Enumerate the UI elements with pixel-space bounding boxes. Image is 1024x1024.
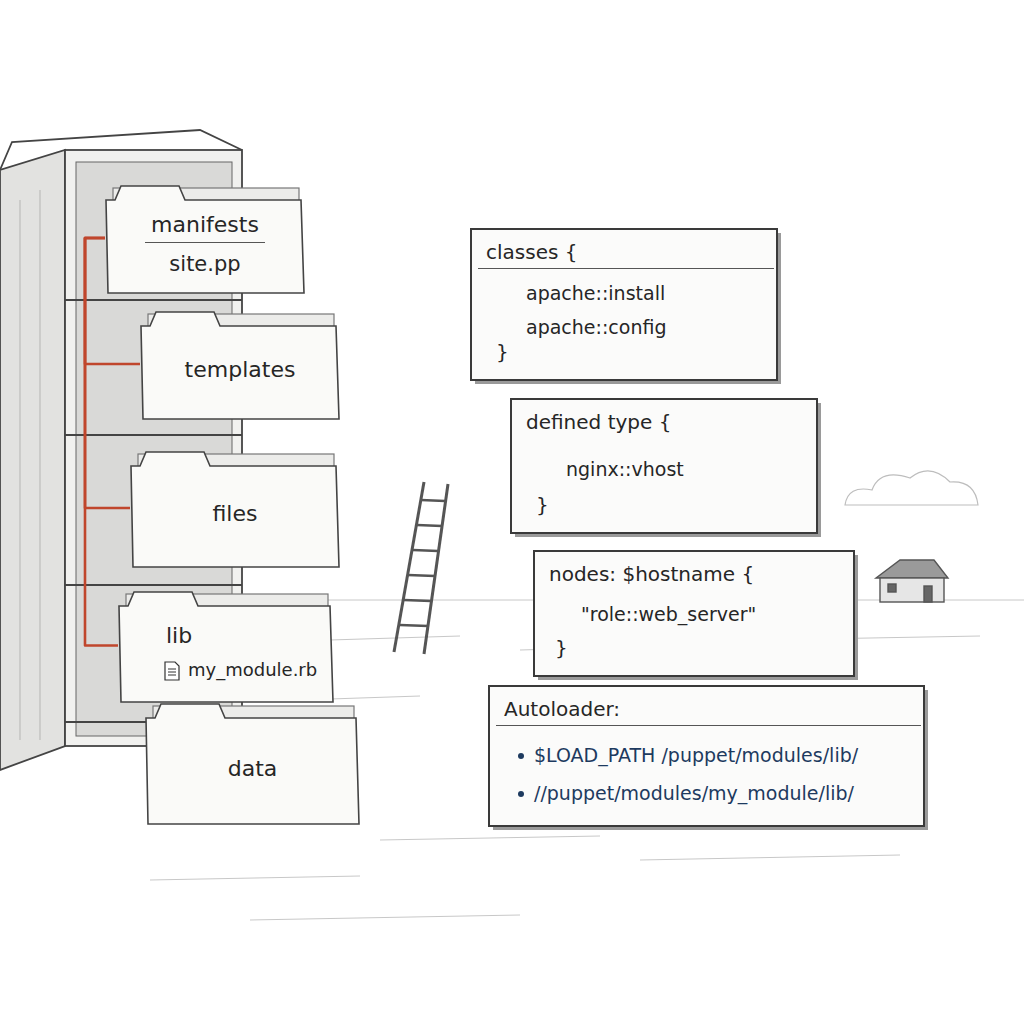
node-text: site.pp bbox=[169, 251, 240, 277]
cloud-shape bbox=[845, 471, 978, 505]
code-box: Autoloader: $LOAD_PATH /puppet/modules/li… bbox=[488, 685, 925, 827]
node-text: my_module.rb bbox=[188, 659, 317, 682]
ladder bbox=[394, 482, 448, 654]
node-heading: nodes: $hostname { bbox=[549, 562, 754, 587]
ladder-rail bbox=[424, 484, 448, 654]
house-wall bbox=[880, 578, 944, 602]
folder-body bbox=[146, 704, 359, 824]
node-heading: templates bbox=[185, 356, 296, 384]
code-box: nodes: $hostname {"role::web_server"} bbox=[533, 550, 855, 677]
ground-hatching bbox=[150, 636, 980, 920]
node-heading: manifests bbox=[151, 211, 259, 239]
node-text: apache::install bbox=[526, 282, 665, 306]
folder-body bbox=[141, 312, 339, 419]
node-text: "role::web_server" bbox=[581, 603, 756, 627]
folder-outline bbox=[118, 588, 334, 703]
node-text: nginx::vhost bbox=[566, 458, 684, 482]
node-heading: data bbox=[228, 755, 278, 783]
node-text: } bbox=[555, 636, 568, 661]
node-heading: files bbox=[213, 500, 258, 528]
folder: manifests site.pp bbox=[105, 182, 305, 294]
house-window bbox=[888, 584, 896, 592]
node-text: $LOAD_PATH /puppet/modules/lib/ bbox=[534, 744, 858, 768]
folder-body bbox=[131, 452, 339, 567]
heading-rule bbox=[145, 242, 265, 243]
node-heading: defined type { bbox=[526, 410, 671, 435]
node-heading: classes { bbox=[486, 240, 577, 265]
node-heading: Autoloader: bbox=[504, 697, 620, 722]
house bbox=[876, 560, 948, 602]
heading-rule bbox=[496, 725, 921, 726]
folder-body bbox=[119, 592, 333, 702]
bullet-dot bbox=[518, 753, 524, 759]
cloud bbox=[845, 471, 978, 505]
folder: files bbox=[130, 448, 340, 568]
folder-outline bbox=[105, 182, 305, 294]
node-text: } bbox=[496, 340, 509, 365]
cabinet-top bbox=[0, 130, 242, 170]
folder: data bbox=[145, 700, 360, 825]
cabinet-hatching bbox=[20, 190, 40, 740]
folder-body bbox=[106, 186, 304, 293]
house-roof bbox=[876, 560, 948, 578]
file-icon bbox=[164, 661, 180, 681]
folder: templates bbox=[140, 308, 340, 420]
heading-rule bbox=[478, 268, 774, 269]
code-box: defined type {nginx::vhost} bbox=[510, 398, 818, 534]
node-text: //puppet/modules/my_module/lib/ bbox=[534, 782, 854, 806]
node-text: apache::config bbox=[526, 316, 666, 340]
bullet-dot bbox=[518, 791, 524, 797]
bracket-connector bbox=[85, 238, 118, 646]
ladder-rungs bbox=[400, 500, 445, 626]
node-heading: lib bbox=[166, 622, 192, 650]
folder: lib my_module.rb bbox=[118, 588, 334, 703]
node-text: } bbox=[536, 493, 549, 518]
code-box: classes {apache::installapache::config} bbox=[470, 228, 778, 381]
cabinet-side bbox=[0, 150, 65, 770]
house-door bbox=[924, 586, 932, 602]
